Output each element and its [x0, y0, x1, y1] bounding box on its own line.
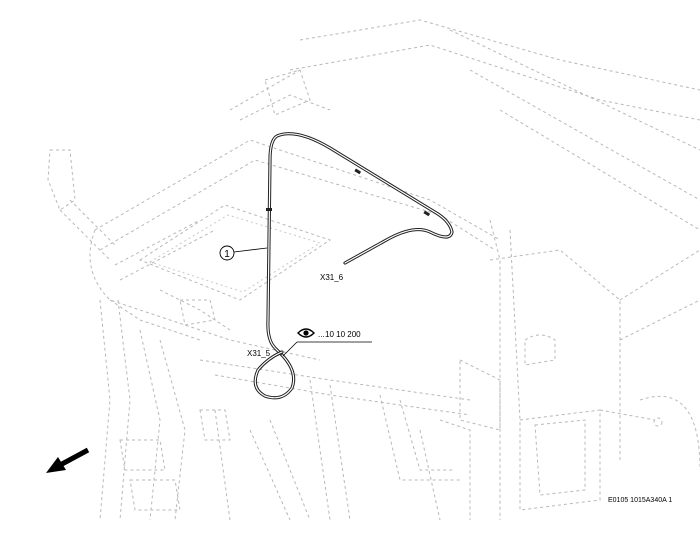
connector-x31-6: X31_6	[320, 273, 344, 282]
connector-x31-5: X31_5	[247, 349, 271, 358]
drawing-code: E0105 1015A340A 1	[608, 497, 672, 504]
reference-number: 10 10 200	[325, 330, 361, 339]
reference-prefix: ...	[318, 330, 325, 339]
connector-label-lower: X31_5	[247, 349, 271, 358]
cable-harness	[253, 132, 454, 400]
machine-outline	[47, 19, 700, 521]
callout-number: 1	[224, 249, 230, 260]
arrow-forward-icon	[46, 447, 90, 473]
callout-1: 1	[219, 245, 268, 261]
view-reference[interactable]: ... 10 10 200	[282, 328, 372, 357]
connector-label-upper: X31_6	[320, 273, 344, 282]
eye-icon	[297, 328, 315, 338]
